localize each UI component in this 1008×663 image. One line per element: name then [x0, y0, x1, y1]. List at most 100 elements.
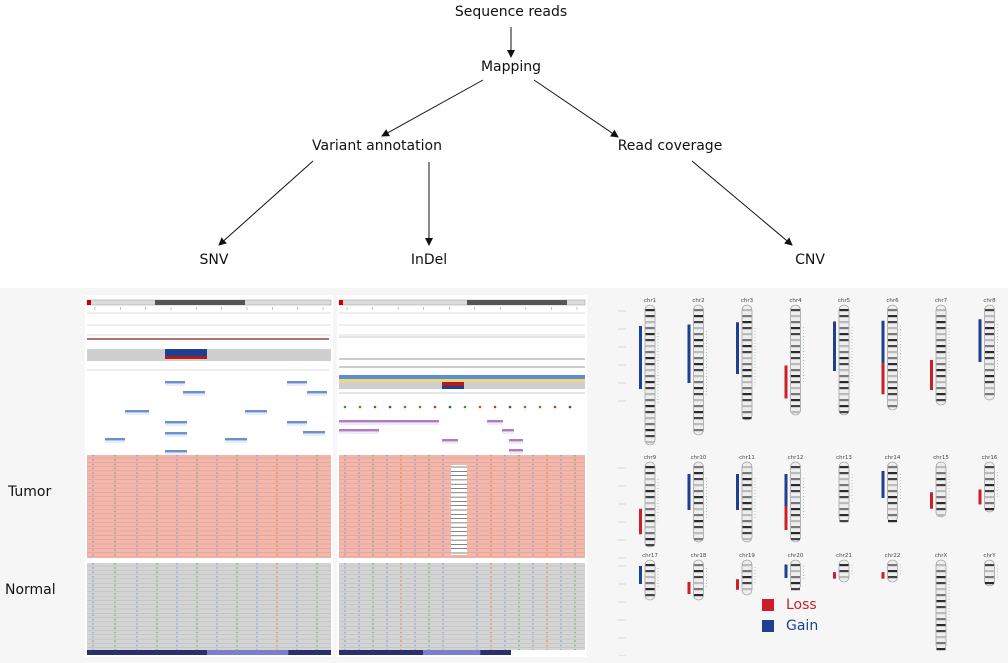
chromosome-band	[985, 472, 994, 475]
chromosome-band	[791, 327, 800, 330]
chromosome-band	[645, 441, 655, 444]
chromosome-band	[791, 315, 800, 318]
chromosome-band	[742, 526, 752, 529]
chromosome-band	[694, 490, 703, 493]
chromosome-band	[645, 327, 655, 330]
chromosome-band	[742, 508, 752, 511]
chromosome-label: chr6	[886, 298, 899, 304]
chromosome-band	[791, 411, 800, 414]
chromosome-band	[742, 387, 752, 390]
loss-segment	[833, 572, 836, 579]
chromosome-label: chr2	[692, 298, 704, 304]
gene-exon	[423, 650, 481, 655]
chromosome-body	[984, 461, 995, 513]
chromosome-band	[694, 351, 703, 354]
chromosome-band	[742, 345, 752, 348]
chromosome-band	[936, 594, 946, 597]
sequence-base	[478, 405, 482, 409]
chromosome-band	[791, 375, 800, 378]
legend-item-loss: Loss	[762, 594, 818, 615]
chromosome-label: chr16	[982, 455, 998, 461]
loss-segment	[930, 492, 933, 509]
chromosome-band	[839, 466, 849, 469]
chromosome-band	[839, 387, 849, 390]
coverage-track	[87, 349, 331, 361]
chromosome-chr11: chr11	[736, 455, 756, 543]
chromosome-band	[888, 339, 897, 342]
split-read	[183, 391, 205, 394]
chromosome-chr19: chr19	[736, 553, 755, 596]
chromosome-band	[694, 520, 703, 523]
chromosome-band	[985, 466, 994, 469]
sequence-base	[388, 405, 392, 409]
chromosome-band	[839, 351, 849, 354]
loss-segment	[978, 489, 982, 505]
chromosome-band	[936, 502, 946, 505]
chromosome-band	[936, 630, 946, 633]
chromosome-band	[839, 564, 849, 567]
chromosome-band	[936, 321, 946, 324]
chromosome-band	[839, 393, 849, 396]
chromosome-band	[694, 538, 703, 541]
normal-read-pileup	[339, 563, 585, 650]
chromosome-band	[742, 478, 752, 481]
chromosome-band	[791, 387, 800, 390]
chromosome-band	[645, 387, 655, 390]
chromosome-band	[742, 309, 752, 312]
chromosome-band	[839, 405, 849, 408]
chromosome-band	[645, 570, 655, 573]
sequence-base	[538, 405, 542, 409]
chromosome-band	[985, 309, 994, 312]
chromosome-band	[645, 532, 655, 535]
chromosome-band	[791, 357, 800, 360]
chromosome-band	[936, 375, 946, 378]
chromosome-label: chrX	[935, 553, 948, 559]
chromosome-band	[645, 564, 655, 567]
chromosome-band	[839, 508, 849, 511]
chromosome-band	[645, 582, 655, 585]
chromosome-band	[839, 375, 849, 378]
split-read	[303, 431, 325, 434]
chromosome-band	[694, 315, 703, 318]
chromosome-chr6: chr6	[881, 298, 901, 411]
chromosome-band	[742, 588, 752, 591]
tumor-read-pileup	[87, 455, 331, 558]
chromosome-chr5: chr5	[833, 298, 853, 416]
gain-segment	[639, 326, 642, 389]
coverage-track-yellow	[339, 379, 585, 382]
chromosome-band	[985, 582, 994, 585]
chromosome-chr21: chr21	[833, 553, 853, 583]
chromosome-label: chr18	[691, 553, 707, 559]
node-read-coverage: Read coverage	[617, 138, 723, 154]
chromosome-band	[936, 387, 946, 390]
chromosome-band	[742, 375, 752, 378]
chromosome-chr3: chr3	[736, 298, 756, 421]
sequence-base	[553, 405, 557, 409]
chromosome-band	[645, 490, 655, 493]
chromosome-band	[742, 564, 752, 567]
chromosome-band	[888, 357, 897, 360]
chromosome-band	[888, 478, 897, 481]
sequence-base	[523, 405, 527, 409]
chromosome-band	[694, 526, 703, 529]
chromosome-band	[645, 538, 655, 541]
chromosome-band	[888, 327, 897, 330]
chromosome-band	[694, 399, 703, 402]
chromosome-band	[645, 393, 655, 396]
chromosome-band	[791, 345, 800, 348]
chromosome-band	[742, 417, 752, 420]
chromosome-band	[839, 570, 849, 573]
chromosome-band	[936, 582, 946, 585]
chromosome-band	[694, 345, 703, 348]
chromosome-body	[935, 304, 947, 406]
chromosome-band	[936, 570, 946, 573]
coverage-gain-block	[442, 386, 464, 389]
chromosome-label: chr11	[739, 455, 755, 461]
chromosome-label: chr8	[983, 298, 996, 304]
chromosome-band	[742, 570, 752, 573]
chromosome-band	[936, 648, 946, 651]
gain-swatch	[762, 619, 774, 632]
chromosome-chr1: chr1	[639, 298, 659, 446]
chromosome-band	[985, 564, 994, 567]
loss-segment	[930, 360, 933, 390]
